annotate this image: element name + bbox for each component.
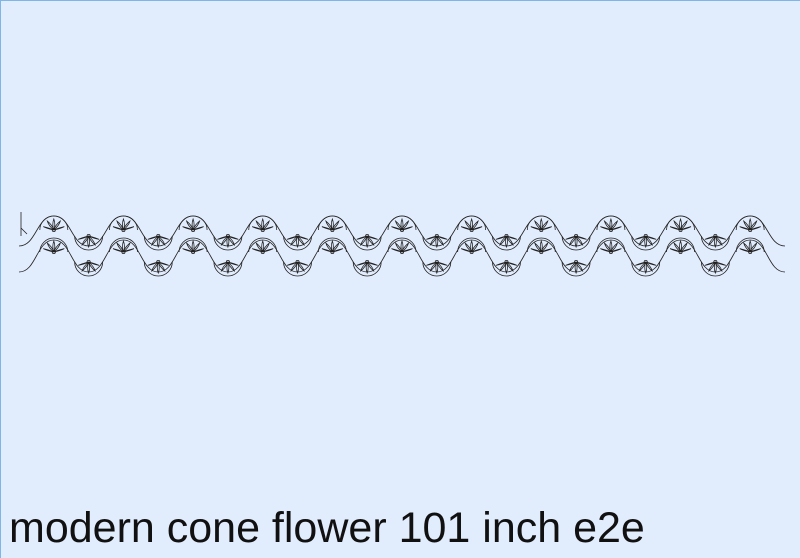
flower-valley-lower-4 (352, 260, 382, 277)
flower-top-6 (457, 215, 487, 232)
flower-valley-lower-6 (492, 260, 521, 277)
flower-valley-lower-3 (283, 260, 312, 277)
flower-top-4 (317, 215, 347, 232)
flower-valley-upper-8 (631, 233, 661, 251)
flower-mid-10 (735, 237, 765, 255)
flower-valley-upper-5 (422, 233, 452, 251)
flower-mid-5 (387, 237, 417, 255)
wave-line-lower (19, 239, 785, 273)
flower-mid-3 (248, 237, 278, 255)
flower-valley-lower-1 (143, 260, 173, 277)
flower-valley-lower-5 (422, 260, 452, 277)
flower-valley-upper-2 (213, 233, 243, 251)
flower-top-10 (735, 215, 765, 232)
flower-top-7 (526, 215, 556, 232)
flower-valley-upper-1 (143, 233, 173, 251)
flower-valley-lower-0 (74, 260, 104, 277)
flower-valley-lower-9 (700, 260, 730, 277)
flower-top-3 (248, 215, 278, 232)
flower-top-8 (596, 215, 626, 232)
flower-mid-4 (317, 237, 347, 255)
flower-top-0 (39, 215, 69, 232)
quilting-pattern-preview (19, 212, 785, 277)
flower-valley-upper-9 (700, 233, 730, 251)
flower-top-2 (178, 215, 208, 232)
flower-top-5 (387, 215, 417, 232)
flower-valley-upper-7 (561, 233, 591, 251)
flower-top-1 (109, 215, 138, 232)
flower-mid-7 (526, 237, 556, 255)
flower-valley-upper-4 (352, 233, 382, 251)
flower-valley-lower-8 (631, 260, 661, 277)
flower-mid-9 (666, 237, 695, 255)
flower-valley-upper-3 (283, 233, 312, 251)
pattern-title: modern cone flower 101 inch e2e (9, 504, 645, 552)
flower-mid-1 (109, 237, 138, 255)
flower-valley-upper-6 (492, 233, 521, 251)
flower-mid-0 (39, 237, 69, 255)
start-marker (20, 212, 28, 236)
flower-valley-lower-7 (561, 260, 591, 277)
flower-valley-lower-2 (213, 260, 243, 277)
flower-mid-2 (178, 237, 208, 255)
flower-mid-8 (596, 237, 626, 255)
flower-mid-6 (457, 237, 487, 255)
flower-valley-upper-0 (74, 233, 104, 251)
flower-top-9 (666, 215, 695, 232)
